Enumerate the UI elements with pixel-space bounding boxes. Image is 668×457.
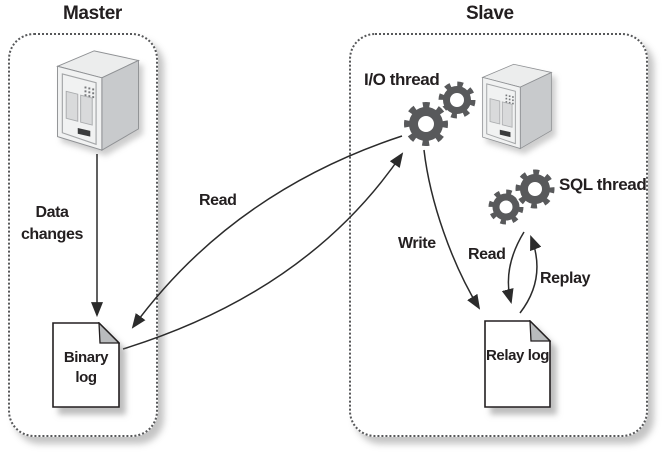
relay-log-doc-icon: [484, 320, 551, 408]
sql-thread-label: SQL thread: [559, 175, 647, 194]
write-arrow-label: Write: [398, 235, 436, 252]
master-title: Master: [63, 3, 122, 24]
binary-log-label: Binary log: [63, 348, 109, 386]
server-vent-dots: [505, 94, 514, 105]
binary-log-document: Binary log: [52, 322, 120, 408]
master-server-icon: [56, 50, 140, 151]
server-handle: [499, 129, 511, 138]
relay-log-label: Relay log: [485, 347, 550, 365]
io-thread-label: I/O thread: [364, 70, 440, 89]
replay-arrow-label: Replay: [540, 270, 591, 287]
slave-server-icon: [481, 63, 553, 150]
data-changes-label: Data changes: [20, 204, 84, 243]
server-vent-dots: [84, 86, 95, 99]
binary-log-doc-icon: [52, 322, 120, 408]
read-master-arrow-label: Read: [199, 192, 237, 209]
read-slave-arrow-label: Read: [468, 246, 506, 263]
relay-log-document: Relay log: [484, 320, 551, 408]
slave-title: Slave: [466, 3, 514, 24]
